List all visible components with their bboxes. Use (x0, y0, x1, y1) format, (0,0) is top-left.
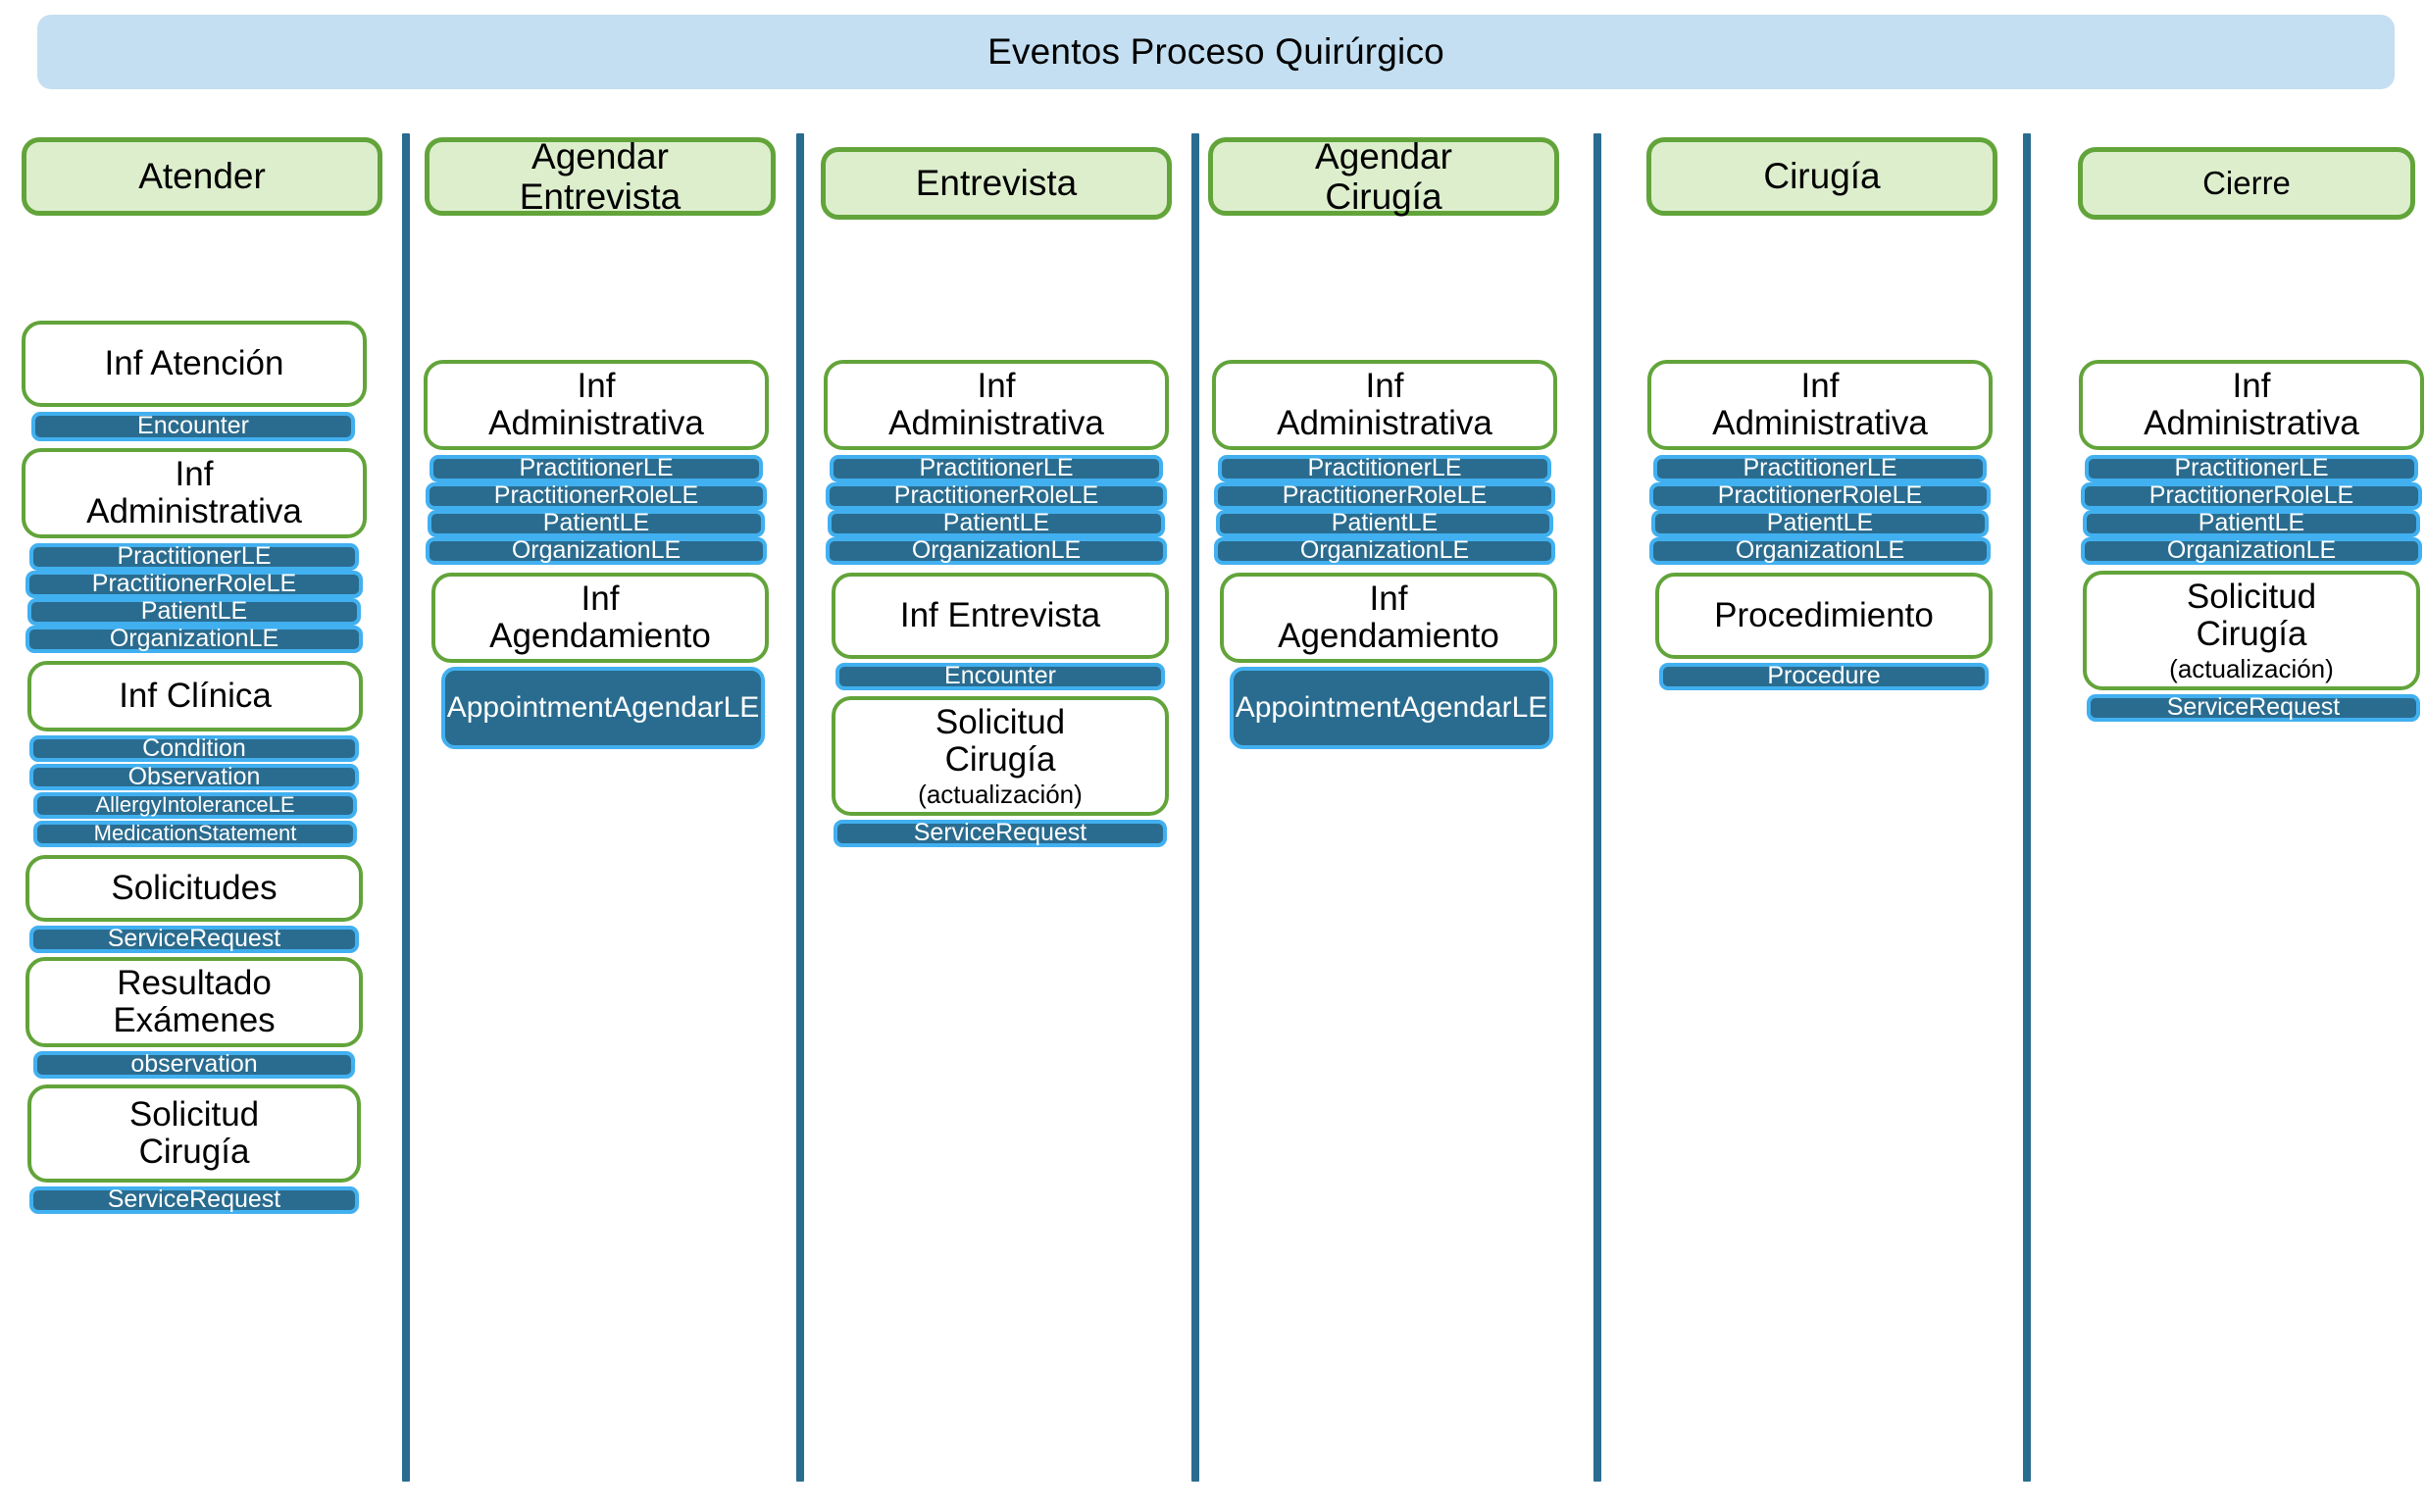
group-box[interactable]: Inf Administrativa (1212, 360, 1557, 450)
resource-pill[interactable]: Observation (29, 764, 359, 790)
resource-pill[interactable]: ServiceRequest (29, 926, 359, 953)
resource-pill[interactable]: PractitionerRoleLE (25, 571, 363, 598)
resource-pill[interactable]: ServiceRequest (834, 820, 1167, 847)
group-title: Inf Administrativa (86, 454, 302, 530)
resource-pill[interactable]: Condition (29, 735, 359, 762)
group-box[interactable]: Inf Administrativa (1647, 360, 1993, 450)
group-subtitle: (actualización) (2169, 653, 2334, 683)
group-title: Inf Administrativa (488, 366, 704, 442)
group-subtitle: (actualización) (918, 779, 1083, 809)
resource-pill[interactable]: AllergyIntoleranceLE (33, 792, 357, 819)
resource-pill[interactable]: Encounter (835, 663, 1165, 690)
resource-pill[interactable]: ServiceRequest (2087, 694, 2420, 722)
resource-pill[interactable]: PatientLE (828, 510, 1165, 537)
resource-pill[interactable]: PatientLE (1651, 510, 1989, 537)
lane-divider-0 (402, 133, 410, 1482)
resource-pill[interactable]: ServiceRequest (29, 1186, 359, 1214)
page-title: Eventos Proceso Quirúrgico (987, 31, 1444, 72)
resource-pill[interactable]: PractitionerLE (29, 543, 359, 571)
group-box[interactable]: Inf Administrativa (22, 448, 367, 538)
resource-pill[interactable]: OrganizationLE (2081, 537, 2422, 565)
resource-pill[interactable]: PractitionerRoleLE (1649, 482, 1991, 510)
group-box[interactable]: Inf Administrativa (2079, 360, 2424, 450)
group-box[interactable]: Inf Administrativa (824, 360, 1169, 450)
resource-pill[interactable]: PractitionerRoleLE (2081, 482, 2422, 510)
resource-pill[interactable]: PractitionerRoleLE (426, 482, 767, 510)
group-box[interactable]: Solicitud Cirugía(actualización) (832, 696, 1169, 816)
resource-pill[interactable]: PractitionerLE (1653, 455, 1987, 482)
group-box[interactable]: Inf Atención (22, 321, 367, 407)
resource-pill[interactable]: Procedure (1659, 663, 1989, 690)
resource-pill[interactable]: PractitionerLE (830, 455, 1163, 482)
group-title: Solicitudes (111, 868, 278, 907)
group-title: Inf Administrativa (2144, 366, 2359, 442)
diagram-title-banner: Eventos Proceso Quirúrgico (37, 15, 2395, 89)
group-title: Inf Administrativa (1277, 366, 1492, 442)
resource-pill[interactable]: AppointmentAgendarLE (441, 667, 765, 749)
group-box[interactable]: Resultado Exámenes (25, 957, 363, 1047)
resource-pill[interactable]: PatientLE (27, 598, 361, 626)
group-box[interactable]: Inf Clínica (27, 661, 363, 731)
phase-header-cierre[interactable]: Cierre (2078, 147, 2415, 220)
group-title: Inf Agendamiento (1278, 579, 1499, 655)
group-box[interactable]: Solicitud Cirugía (27, 1084, 361, 1183)
group-title: Resultado Exámenes (113, 963, 276, 1039)
group-box[interactable]: Inf Agendamiento (431, 573, 769, 663)
resource-pill[interactable]: Encounter (31, 412, 355, 441)
group-title: Inf Administrativa (888, 366, 1104, 442)
resource-pill[interactable]: OrganizationLE (1214, 537, 1555, 565)
lane-divider-2 (1191, 133, 1199, 1482)
resource-pill[interactable]: PractitionerRoleLE (1214, 482, 1555, 510)
group-title: Solicitud Cirugía (935, 702, 1066, 780)
phase-header-agendar-cirugia[interactable]: Agendar Cirugía (1208, 136, 1559, 217)
resource-pill[interactable]: PatientLE (428, 510, 765, 537)
resource-pill[interactable]: PractitionerLE (430, 455, 763, 482)
group-title: Inf Agendamiento (489, 579, 711, 655)
resource-pill[interactable]: PractitionerLE (1218, 455, 1551, 482)
phase-header-atender[interactable]: Atender (22, 137, 382, 216)
resource-pill[interactable]: PatientLE (2083, 510, 2420, 537)
phase-header-entrevista[interactable]: Entrevista (821, 147, 1172, 220)
group-title: Inf Entrevista (899, 595, 1101, 634)
group-title: Inf Atención (104, 343, 284, 382)
resource-pill[interactable]: MedicationStatement (33, 821, 357, 847)
resource-pill[interactable]: PractitionerLE (2085, 455, 2418, 482)
resource-pill[interactable]: OrganizationLE (826, 537, 1167, 565)
resource-pill[interactable]: PatientLE (1216, 510, 1553, 537)
group-box[interactable]: Inf Administrativa (424, 360, 769, 450)
phase-header-agendar-entrevista[interactable]: Agendar Entrevista (425, 136, 776, 217)
group-title: Inf Clínica (119, 676, 272, 715)
group-box[interactable]: Inf Agendamiento (1220, 573, 1557, 663)
group-box[interactable]: Inf Entrevista (832, 573, 1169, 659)
lane-divider-3 (1593, 133, 1601, 1482)
resource-pill[interactable]: AppointmentAgendarLE (1230, 667, 1553, 749)
resource-pill[interactable]: OrganizationLE (1649, 537, 1991, 565)
group-title: Solicitud Cirugía (2186, 577, 2317, 654)
lane-divider-1 (796, 133, 804, 1482)
group-title: Procedimiento (1714, 595, 1934, 634)
group-box[interactable]: Procedimiento (1655, 573, 1993, 659)
group-box[interactable]: Solicitud Cirugía(actualización) (2083, 571, 2420, 690)
resource-pill[interactable]: OrganizationLE (25, 626, 363, 653)
lane-divider-4 (2023, 133, 2031, 1482)
group-title: Inf Administrativa (1712, 366, 1928, 442)
group-title: Solicitud Cirugía (128, 1094, 260, 1171)
phase-header-cirugia[interactable]: Cirugía (1646, 137, 1997, 216)
resource-pill[interactable]: PractitionerRoleLE (826, 482, 1167, 510)
resource-pill[interactable]: OrganizationLE (426, 537, 767, 565)
resource-pill[interactable]: observation (33, 1051, 355, 1079)
group-box[interactable]: Solicitudes (25, 855, 363, 922)
